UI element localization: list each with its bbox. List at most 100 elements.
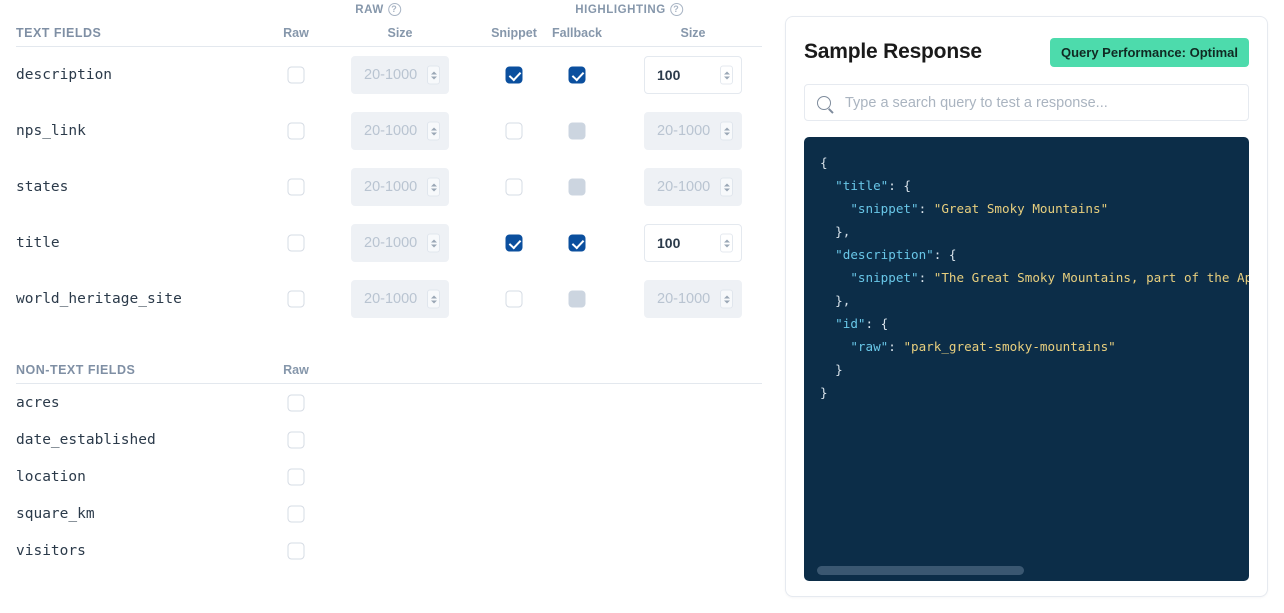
- non-text-fields-header-row: NON-TEXT FIELDS Raw: [16, 349, 762, 383]
- snippet-checkbox[interactable]: [505, 66, 523, 84]
- fallback-checkbox[interactable]: [568, 234, 586, 252]
- fallback-checkbox: [568, 290, 586, 308]
- code-line: "description": {: [835, 247, 957, 262]
- raw-checkbox[interactable]: [287, 234, 305, 252]
- search-input[interactable]: [843, 93, 1236, 112]
- highlight-size-input[interactable]: 100: [644, 224, 742, 262]
- snippet-checkbox-box[interactable]: [505, 290, 523, 308]
- raw-checkbox-box[interactable]: [287, 66, 305, 84]
- column-header-raw-size: Size: [387, 26, 413, 40]
- help-circle-icon[interactable]: ?: [387, 3, 401, 16]
- raw-checkbox-box[interactable]: [287, 394, 305, 411]
- response-json: { "title": { "snippet": "Great Smoky Mou…: [804, 151, 1249, 404]
- highlight-size-input: 20-1000: [644, 280, 742, 318]
- raw-checkbox[interactable]: [287, 122, 305, 140]
- scrollbar-thumb[interactable]: [817, 566, 1024, 575]
- column-header-highlight-size: Size: [680, 26, 706, 40]
- raw-checkbox[interactable]: [287, 431, 305, 448]
- code-horizontal-scrollbar[interactable]: [804, 566, 1249, 575]
- highlight-size-input: 20-1000: [644, 112, 742, 150]
- raw-checkbox[interactable]: [287, 542, 305, 559]
- raw-size-input-value: 20-1000: [364, 123, 418, 139]
- stepper-icon: [720, 121, 733, 141]
- snippet-checkbox-box[interactable]: [505, 178, 523, 196]
- raw-checkbox-box[interactable]: [287, 505, 305, 522]
- raw-size-input: 20-1000: [351, 280, 449, 318]
- raw-checkbox[interactable]: [287, 178, 305, 196]
- table-row: nps_link 20-1000 20-1000: [16, 103, 762, 159]
- code-line: },: [835, 224, 851, 239]
- stepper-icon: [427, 121, 440, 141]
- raw-checkbox-box[interactable]: [287, 542, 305, 559]
- highlight-size-input-value: 100: [657, 235, 681, 251]
- code-line: "snippet": "Great Smoky Mountains": [850, 201, 1109, 216]
- raw-checkbox[interactable]: [287, 394, 305, 411]
- highlight-size-input[interactable]: 100: [644, 56, 742, 94]
- raw-checkbox-box[interactable]: [287, 431, 305, 448]
- highlight-size-input-value: 20-1000: [657, 179, 711, 195]
- raw-size-input-value: 20-1000: [364, 291, 418, 307]
- field-name: states: [16, 179, 69, 195]
- fallback-checkbox[interactable]: [568, 66, 586, 84]
- stepper-icon: [427, 177, 440, 197]
- fields-settings-pane: TEXT FIELDS RAW ? HIGHLIGHTING ? Raw Siz…: [0, 0, 762, 613]
- raw-checkbox-box[interactable]: [287, 178, 305, 196]
- help-circle-icon[interactable]: ?: [669, 3, 683, 16]
- raw-checkbox[interactable]: [287, 66, 305, 84]
- fallback-checkbox-box: [568, 122, 586, 140]
- table-row: world_heritage_site 20-1000 20-1000: [16, 271, 762, 327]
- raw-checkbox-box[interactable]: [287, 234, 305, 252]
- highlighting-group-header: HIGHLIGHTING ?: [575, 3, 683, 16]
- field-name: world_heritage_site: [16, 291, 182, 307]
- sample-query-search-box[interactable]: [804, 84, 1249, 121]
- raw-checkbox-box[interactable]: [287, 290, 305, 308]
- fallback-checkbox-box[interactable]: [568, 66, 586, 84]
- table-row: location: [16, 458, 762, 495]
- code-line: }: [835, 362, 843, 377]
- table-row: acres: [16, 384, 762, 421]
- raw-checkbox-box[interactable]: [287, 122, 305, 140]
- table-row: date_established: [16, 421, 762, 458]
- raw-size-input: 20-1000: [351, 224, 449, 262]
- stepper-icon[interactable]: [720, 233, 733, 253]
- code-line: },: [835, 293, 851, 308]
- raw-size-input: 20-1000: [351, 168, 449, 206]
- snippet-checkbox-box[interactable]: [505, 234, 523, 252]
- field-name: nps_link: [16, 123, 86, 139]
- snippet-checkbox-box[interactable]: [505, 66, 523, 84]
- raw-checkbox[interactable]: [287, 290, 305, 308]
- snippet-checkbox-box[interactable]: [505, 122, 523, 140]
- raw-checkbox[interactable]: [287, 505, 305, 522]
- raw-checkbox[interactable]: [287, 468, 305, 485]
- fallback-checkbox-box[interactable]: [568, 234, 586, 252]
- fallback-checkbox-box: [568, 290, 586, 308]
- query-performance-badge: Query Performance: Optimal: [1050, 37, 1249, 67]
- snippet-checkbox[interactable]: [505, 178, 523, 196]
- raw-size-input-value: 20-1000: [364, 179, 418, 195]
- stepper-icon: [427, 289, 440, 309]
- snippet-checkbox[interactable]: [505, 234, 523, 252]
- non-text-fields-divider: [16, 383, 762, 384]
- code-line: }: [820, 385, 828, 400]
- column-header-snippet: Snippet: [491, 26, 537, 40]
- highlight-size-input-value: 100: [657, 67, 681, 83]
- section-spacer: [16, 327, 762, 349]
- code-line: "id": {: [835, 316, 889, 331]
- table-row: visitors: [16, 532, 762, 569]
- field-name: title: [16, 235, 60, 251]
- raw-group-header: RAW ?: [355, 3, 401, 16]
- field-name: description: [16, 67, 113, 83]
- highlight-size-input-value: 20-1000: [657, 291, 711, 307]
- snippet-checkbox[interactable]: [505, 122, 523, 140]
- raw-checkbox-box[interactable]: [287, 468, 305, 485]
- raw-group-label: RAW: [355, 3, 384, 16]
- sample-response-header: Sample Response Query Performance: Optim…: [804, 35, 1249, 69]
- snippet-checkbox[interactable]: [505, 290, 523, 308]
- column-header-raw: Raw: [283, 26, 309, 40]
- stepper-icon[interactable]: [720, 65, 733, 85]
- response-code-block[interactable]: { "title": { "snippet": "Great Smoky Mou…: [804, 137, 1249, 581]
- table-row: title 20-1000 100: [16, 215, 762, 271]
